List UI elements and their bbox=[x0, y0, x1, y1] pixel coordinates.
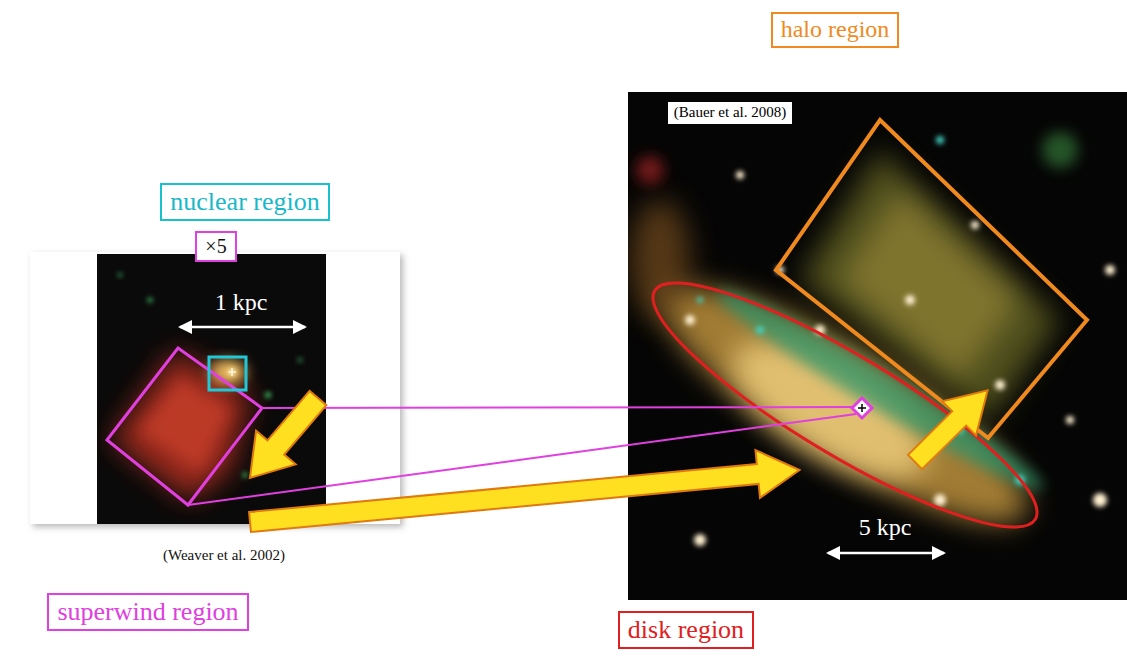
region-label: halo region bbox=[771, 12, 900, 48]
node-text: (Bauer et al. 2008) bbox=[674, 104, 786, 121]
right-image bbox=[628, 92, 1127, 600]
region-label: disk region bbox=[618, 611, 754, 649]
flow-arrows bbox=[230, 373, 1004, 546]
zoom-label: ×5 bbox=[195, 231, 236, 262]
node-text: halo region bbox=[781, 16, 890, 44]
node-text: ×5 bbox=[205, 235, 226, 258]
scale-label: 5 kpc bbox=[859, 514, 912, 542]
credit-box: (Bauer et al. 2008) bbox=[668, 102, 792, 123]
scale-label: 1 kpc bbox=[215, 289, 268, 317]
credit-label: (Weaver et al. 2002) bbox=[163, 547, 285, 564]
region-label: nuclear region bbox=[160, 183, 329, 221]
region-label: superwind region bbox=[47, 593, 248, 631]
node-text: superwind region bbox=[57, 597, 238, 627]
node-text: nuclear region bbox=[170, 187, 319, 217]
node-text: disk region bbox=[628, 615, 744, 645]
